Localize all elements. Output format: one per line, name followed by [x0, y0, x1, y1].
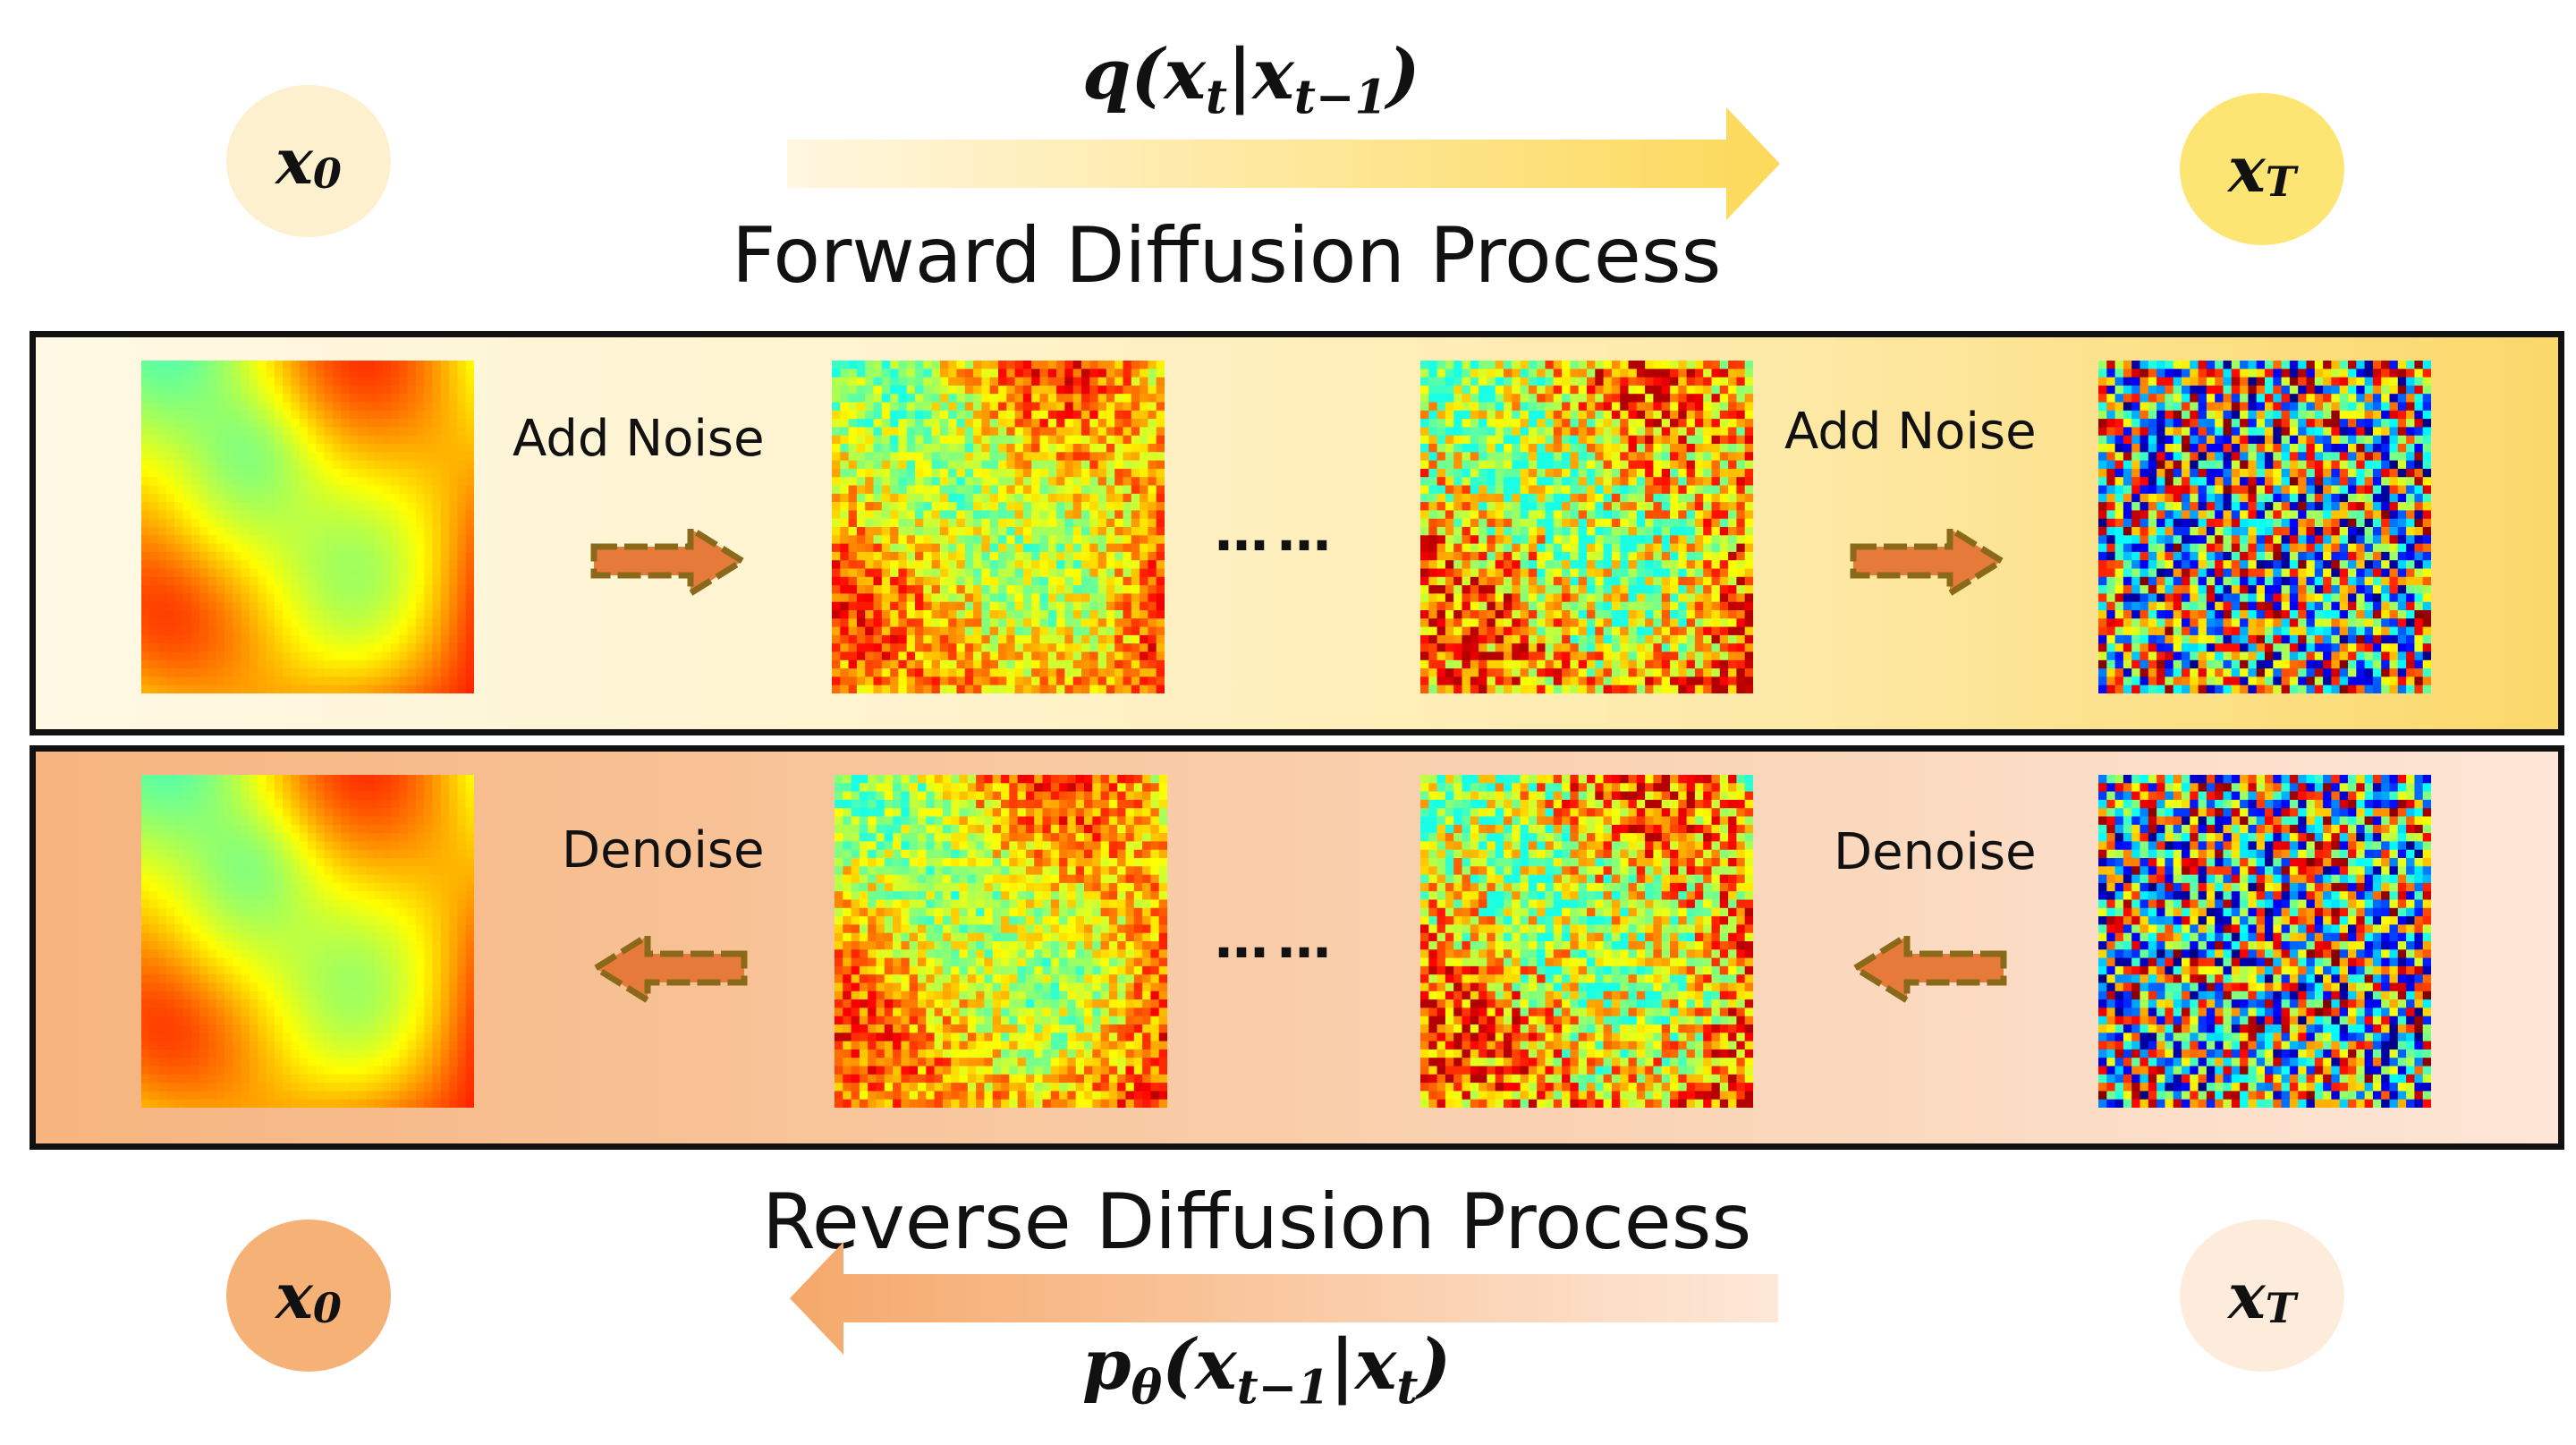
- reverse-ellipsis: ……: [1215, 908, 1340, 971]
- reverse-image-step-t: [1420, 775, 1753, 1108]
- denoise-label-2: Denoise: [1834, 823, 2037, 881]
- reverse-image-x0: [141, 775, 474, 1108]
- forward-image-xT: [2098, 361, 2431, 693]
- denoise-arrow-icon-1: [590, 931, 748, 1006]
- add-noise-label-2: Add Noise: [1784, 403, 2037, 461]
- forward-image-step1: [832, 361, 1165, 693]
- reverse-process-arrow: [790, 1242, 1778, 1355]
- forward-image-x0: [141, 361, 474, 693]
- forward-process-title: Forward Diffusion Process: [732, 211, 1722, 301]
- add-noise-arrow-icon-2: [1850, 523, 2007, 599]
- forward-ellipsis: ……: [1215, 501, 1340, 564]
- reverse-image-xT: [2098, 775, 2431, 1108]
- forward-process-arrow: [787, 107, 1780, 220]
- add-noise-arrow-icon-1: [590, 523, 748, 599]
- reverse-process-title: Reverse Diffusion Process: [762, 1177, 1752, 1267]
- forward-formula: q(xt|xt−1): [1082, 34, 1420, 125]
- reverse-formula: pθ(xt−1|xt): [1082, 1324, 1452, 1415]
- add-noise-label-1: Add Noise: [513, 410, 765, 468]
- reverse-image-step1: [835, 775, 1167, 1108]
- denoise-arrow-icon-2: [1850, 931, 2007, 1006]
- denoise-label-1: Denoise: [562, 821, 765, 880]
- forward-image-step-t: [1420, 361, 1753, 693]
